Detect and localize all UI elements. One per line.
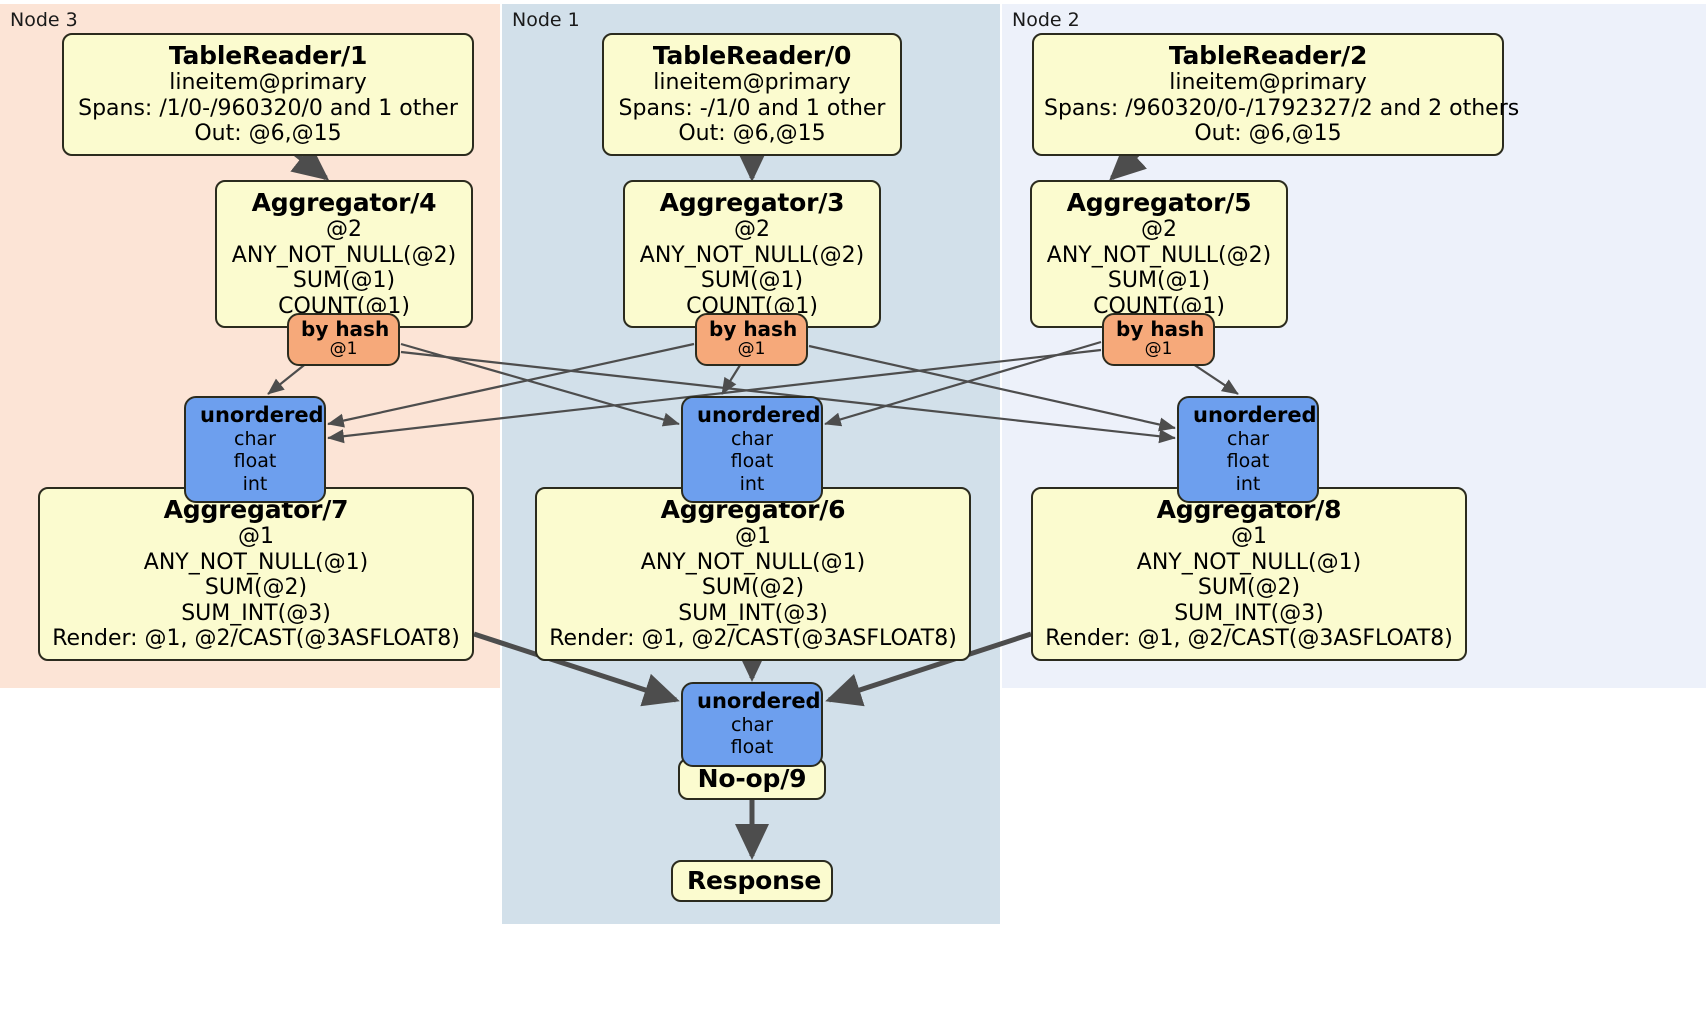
router-by-hash-node1-title: by hash bbox=[709, 317, 798, 341]
aggregator-4-line: SUM(@1) bbox=[292, 268, 396, 294]
synchronizer-unordered-node2-type: char bbox=[1227, 427, 1269, 450]
table-reader-0-line: Spans: -/1/0 and 1 other bbox=[618, 95, 886, 121]
synchronizer-unordered-node1-type: int bbox=[739, 472, 765, 495]
synchronizer-unordered-final-type: char bbox=[731, 713, 773, 736]
router-by-hash-node3-title: by hash bbox=[301, 317, 390, 341]
table-reader-2-title: TableReader/2 bbox=[1168, 41, 1368, 70]
synchronizer-unordered-node1-type: float bbox=[730, 450, 774, 473]
router-by-hash-node2[interactable]: by hash@1 bbox=[1102, 313, 1215, 367]
aggregator-7-line: SUM_INT(@3) bbox=[181, 600, 331, 626]
synchronizer-unordered-node1-title: unordered bbox=[697, 403, 821, 427]
router-by-hash-node1-column: @1 bbox=[737, 339, 766, 360]
router-by-hash-node1[interactable]: by hash@1 bbox=[695, 313, 808, 367]
aggregator-8-line: SUM_INT(@3) bbox=[1174, 600, 1324, 626]
aggregator-6-line: Render: @1, @2/CAST(@3ASFLOAT8) bbox=[549, 626, 957, 652]
synchronizer-unordered-final-title: unordered bbox=[697, 689, 821, 713]
node-panel-label-node1: Node 1 bbox=[512, 9, 580, 31]
router-by-hash-node3-column: @1 bbox=[329, 339, 358, 360]
table-reader-0-line: Out: @6,@15 bbox=[678, 121, 826, 147]
aggregator-7-line: ANY_NOT_NULL(@1) bbox=[143, 549, 369, 575]
table-reader-0-title: TableReader/0 bbox=[652, 41, 852, 70]
synchronizer-unordered-final-type: float bbox=[730, 736, 774, 759]
synchronizer-unordered-node3-type: int bbox=[242, 472, 268, 495]
router-by-hash-node2-column: @1 bbox=[1144, 339, 1173, 360]
aggregator-8-line: @1 bbox=[1231, 524, 1267, 549]
response[interactable]: Response bbox=[671, 860, 833, 902]
aggregator-7-line: Render: @1, @2/CAST(@3ASFLOAT8) bbox=[52, 626, 460, 652]
aggregator-6-line: SUM(@2) bbox=[701, 575, 805, 601]
table-reader-1-title: TableReader/1 bbox=[168, 41, 368, 70]
aggregator-5-line: @2 bbox=[1141, 217, 1177, 242]
table-reader-1-line: Spans: /1/0-/960320/0 and 1 other bbox=[78, 95, 458, 121]
aggregator-8-line: ANY_NOT_NULL(@1) bbox=[1136, 549, 1362, 575]
aggregator-7-line: @1 bbox=[238, 524, 274, 549]
aggregator-4-title: Aggregator/4 bbox=[251, 188, 437, 217]
synchronizer-unordered-node1-type: char bbox=[731, 427, 773, 450]
synchronizer-unordered-node3-type: char bbox=[234, 427, 276, 450]
table-reader-2-line: Out: @6,@15 bbox=[1194, 121, 1342, 147]
aggregator-5-line: ANY_NOT_NULL(@2) bbox=[1046, 242, 1272, 268]
aggregator-6-line: SUM_INT(@3) bbox=[678, 600, 828, 626]
table-reader-1-line: lineitem@primary bbox=[169, 70, 367, 95]
table-reader-2-line: Spans: /960320/0-/1792327/2 and 2 others bbox=[1044, 95, 1520, 121]
table-reader-0-line: lineitem@primary bbox=[653, 70, 851, 95]
router-by-hash-node2-title: by hash bbox=[1116, 317, 1205, 341]
node-panel-label-node3: Node 3 bbox=[10, 9, 78, 31]
aggregator-7-line: SUM(@2) bbox=[204, 575, 308, 601]
aggregator-5-title: Aggregator/5 bbox=[1066, 188, 1252, 217]
aggregator-8-line: Render: @1, @2/CAST(@3ASFLOAT8) bbox=[1045, 626, 1453, 652]
synchronizer-unordered-node2-title: unordered bbox=[1193, 403, 1317, 427]
synchronizer-unordered-node3-title: unordered bbox=[200, 403, 324, 427]
no-op-9-title: No-op/9 bbox=[697, 764, 807, 793]
response-title: Response bbox=[687, 866, 822, 895]
aggregator-6-line: ANY_NOT_NULL(@1) bbox=[640, 549, 866, 575]
table-reader-1-line: Out: @6,@15 bbox=[194, 121, 342, 147]
aggregator-3-title: Aggregator/3 bbox=[659, 188, 845, 217]
aggregator-5-line: SUM(@1) bbox=[1107, 268, 1211, 294]
aggregator-8-line: SUM(@2) bbox=[1197, 575, 1301, 601]
node-panel-label-node2: Node 2 bbox=[1012, 9, 1080, 31]
aggregator-4-line: @2 bbox=[326, 217, 362, 242]
router-by-hash-node3[interactable]: by hash@1 bbox=[287, 313, 400, 367]
aggregator-3-line: SUM(@1) bbox=[700, 268, 804, 294]
aggregator-3-line: ANY_NOT_NULL(@2) bbox=[639, 242, 865, 268]
aggregator-4-line: ANY_NOT_NULL(@2) bbox=[231, 242, 457, 268]
synchronizer-unordered-node3-type: float bbox=[233, 450, 277, 473]
table-reader-2-line: lineitem@primary bbox=[1169, 70, 1367, 95]
synchronizer-unordered-node2-type: int bbox=[1235, 472, 1261, 495]
synchronizer-unordered-node2-type: float bbox=[1226, 450, 1270, 473]
aggregator-6-line: @1 bbox=[735, 524, 771, 549]
aggregator-3-line: @2 bbox=[734, 217, 770, 242]
